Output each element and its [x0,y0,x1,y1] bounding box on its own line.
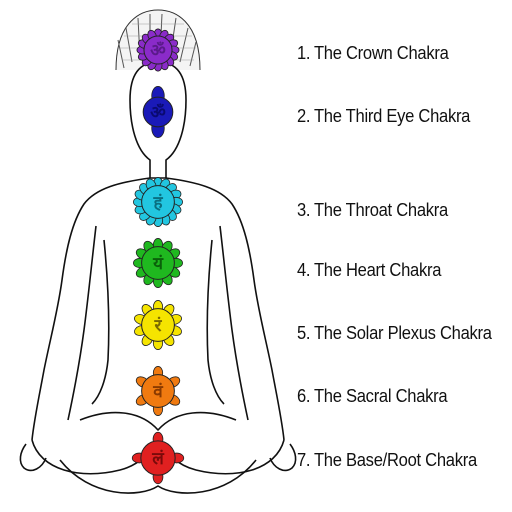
chakra-number: 3. [297,200,311,220]
chakra-label: 2.The Third Eye Chakra [297,106,470,127]
chakra-disc [142,96,174,128]
chakra-symbol: वं [152,382,164,402]
chakra-number: 7. [297,450,311,470]
chakra-label: 1.The Crown Chakra [297,43,449,64]
chakra-symbol: हं [152,193,163,213]
chakra-1-icon: ॐ [136,28,180,72]
chakra-disc [141,246,175,280]
chakra-number: 2. [297,106,311,126]
chakra-name: The Crown Chakra [313,43,449,63]
chakra-number: 1. [297,43,311,63]
chakra-symbol: लं [151,449,165,469]
chakra-disc [143,35,173,65]
chakra-name: The Sacral Chakra [313,386,448,406]
chakra-2-icon: ॐ [142,86,174,138]
chakra-disc [141,374,175,408]
chakra-6-icon: वं [135,366,181,416]
chakra-number: 6. [297,386,311,406]
chakra-4-icon: यं [133,238,183,288]
chakra-3-icon: हं [133,177,183,227]
chakra-symbol: ॐ [150,103,166,123]
chakra-number: 4. [297,260,311,280]
chakra-label: 3.The Throat Chakra [297,200,448,221]
chakra-7-icon: लं [131,431,185,485]
chakra-label: 5.The Solar Plexus Chakra [297,323,492,344]
chakra-name: The Throat Chakra [313,200,448,220]
chakra-name: The Solar Plexus Chakra [313,323,492,343]
chakra-label: 7.The Base/Root Chakra [297,450,477,471]
chakra-name: The Heart Chakra [313,260,442,280]
chakra-label: 6.The Sacral Chakra [297,386,448,407]
chakra-5-icon: रं [134,300,182,350]
chakra-symbol: रं [154,316,163,336]
chakra-disc [141,308,175,342]
chakra-symbol: यं [152,254,164,274]
body-outline [19,177,297,494]
chakra-symbol: ॐ [150,41,166,61]
chakra-disc [141,185,175,219]
chakra-name: The Base/Root Chakra [313,450,477,470]
chakra-label: 4.The Heart Chakra [297,260,441,281]
chakra-number: 5. [297,323,311,343]
chakra-disc [140,440,176,476]
chakra-name: The Third Eye Chakra [313,106,471,126]
